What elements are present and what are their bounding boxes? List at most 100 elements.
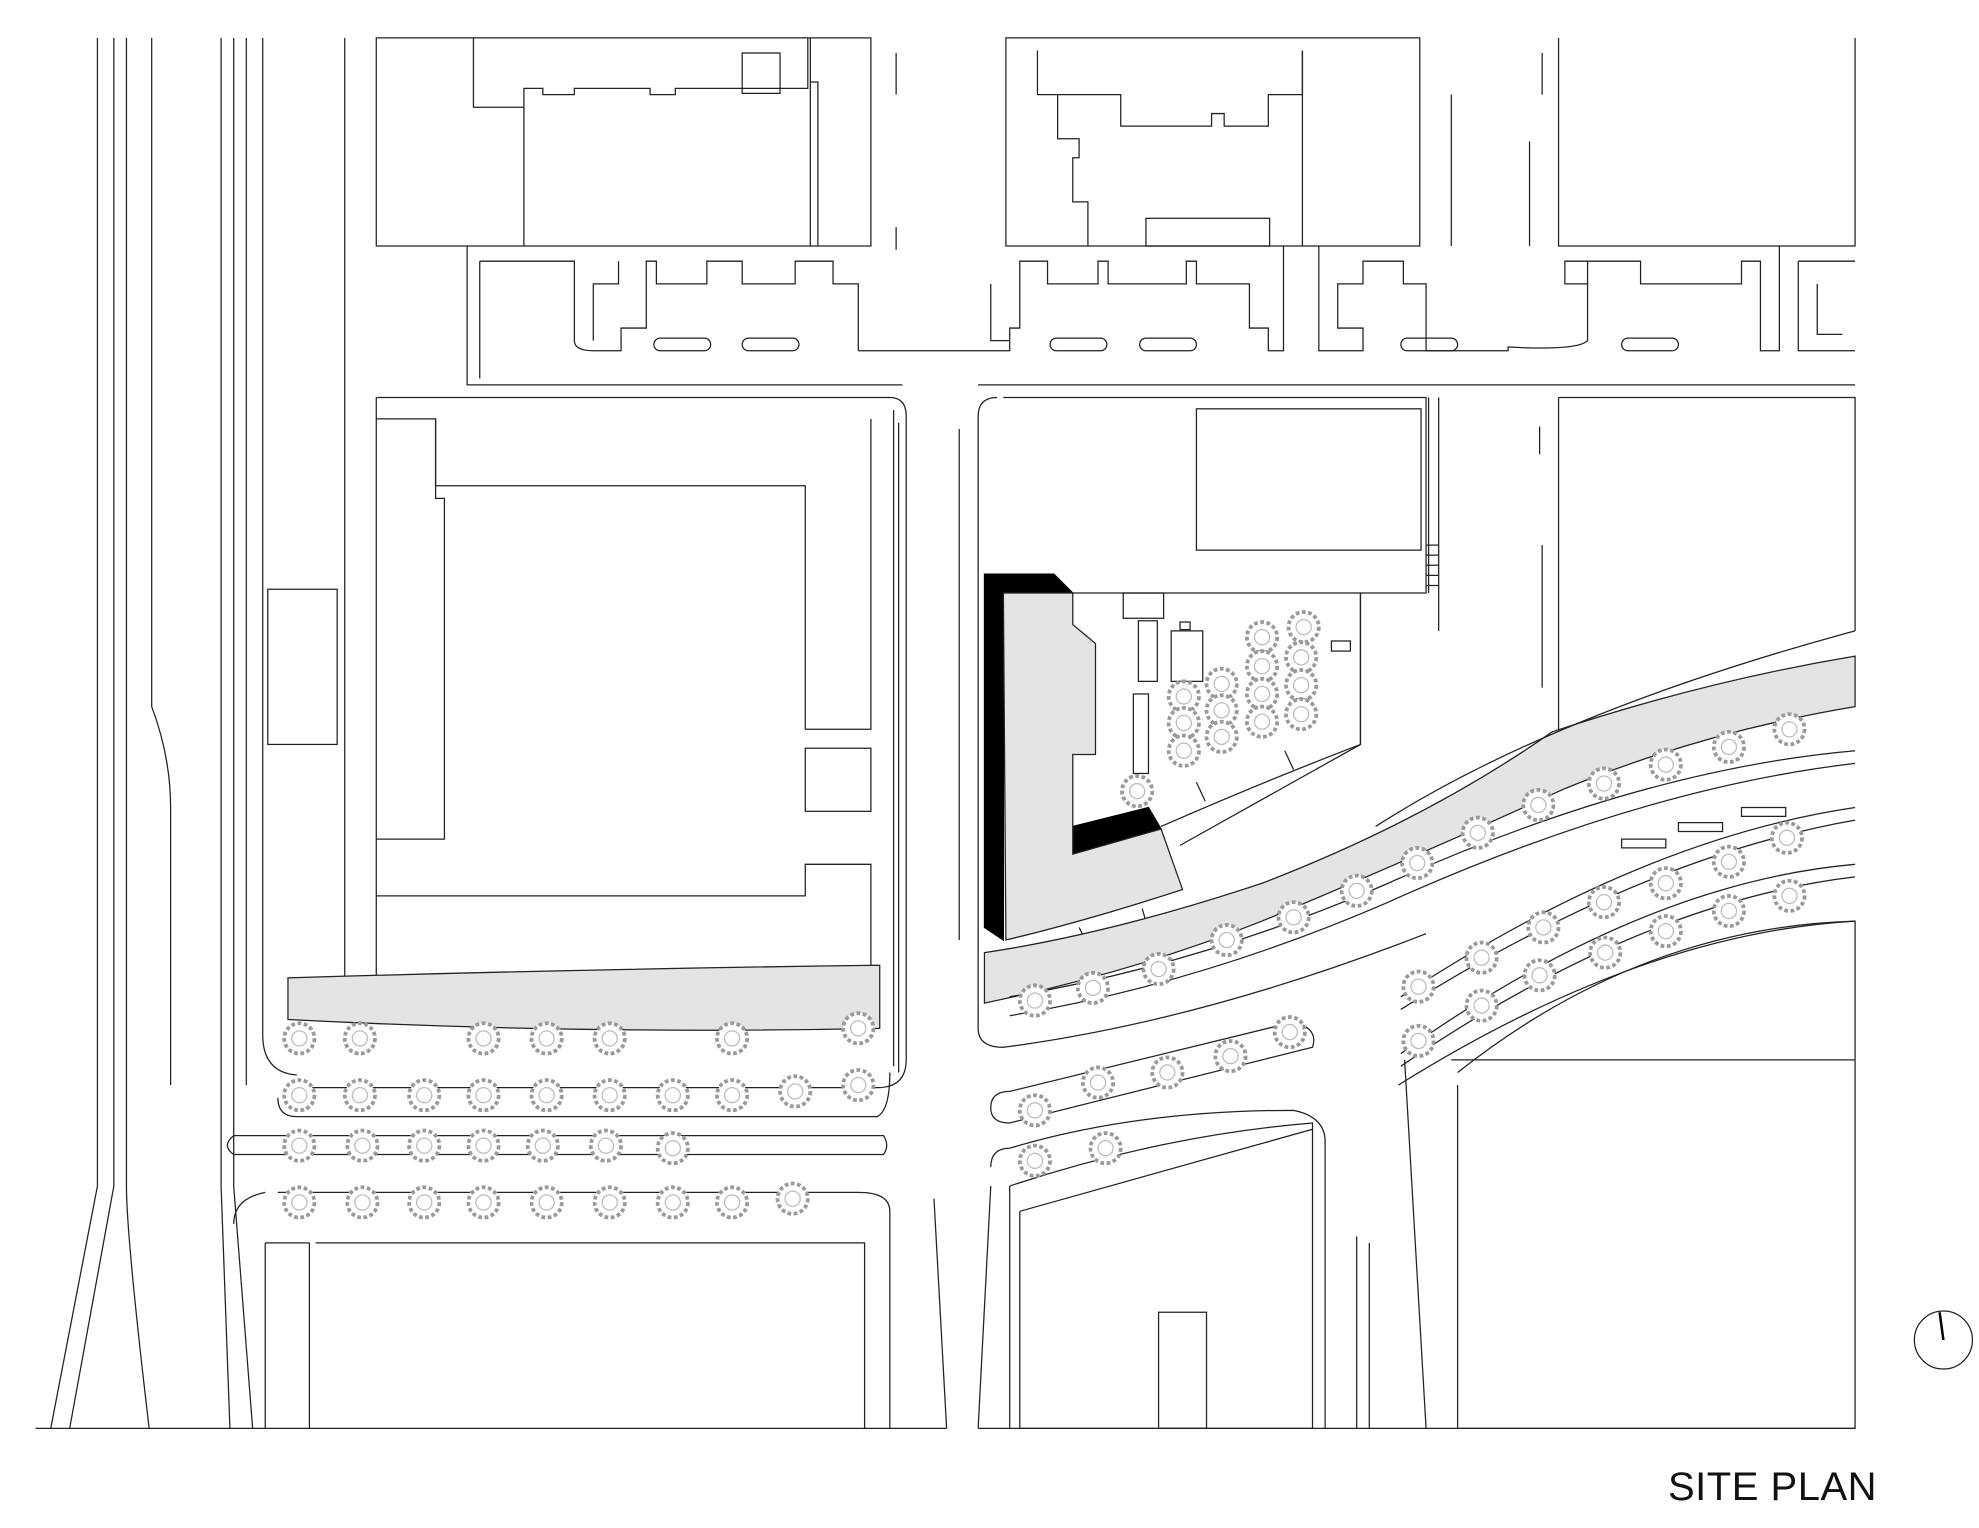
tree-canopy (1473, 949, 1490, 966)
tree-canopy (291, 1030, 308, 1047)
tree-icon (1245, 704, 1280, 739)
tree-icon (282, 1128, 317, 1163)
tree-icon (1284, 640, 1319, 675)
tree-canopy (1469, 824, 1487, 841)
tree-canopy (1292, 705, 1310, 723)
tree-canopy (291, 1137, 308, 1154)
tree-icon (1586, 766, 1622, 801)
tree-icon (407, 1185, 442, 1220)
tree-canopy (534, 1137, 552, 1154)
tree-icon (775, 1181, 810, 1216)
tree-icon (1088, 1131, 1123, 1166)
tree-icon (282, 1021, 317, 1056)
tree-canopy (1175, 688, 1193, 705)
tree-canopy (1781, 887, 1798, 905)
tree-canopy (475, 1194, 492, 1211)
tree-canopy (1026, 992, 1044, 1009)
tree-icon (1772, 878, 1807, 913)
tree-canopy (1222, 1047, 1239, 1065)
tree-canopy (475, 1087, 492, 1104)
tree-icon (1284, 697, 1319, 732)
tree-icon (1166, 733, 1201, 768)
tree-group (282, 610, 1807, 1220)
left-middle-block (287, 396, 907, 1089)
top-buildings (375, 37, 1856, 250)
tree-icon (407, 1078, 442, 1113)
tree-canopy (1473, 997, 1490, 1014)
tree-canopy (1720, 853, 1738, 870)
tree-canopy (538, 1087, 555, 1104)
tree-icon (1460, 815, 1495, 850)
tree-icon (1017, 1143, 1052, 1178)
tree-canopy (291, 1194, 308, 1211)
tree-icon (1648, 866, 1683, 901)
tree-icon (342, 1021, 377, 1056)
tree-canopy (784, 1190, 801, 1207)
left-median-rect (267, 588, 338, 746)
tree-icon (841, 1068, 876, 1103)
tree-canopy (1410, 1032, 1427, 1050)
tree-canopy (351, 1087, 369, 1104)
tree-icon (529, 1021, 564, 1056)
tree-canopy (1213, 675, 1230, 693)
tree-icon (1075, 970, 1110, 1005)
tree-canopy (1657, 922, 1675, 940)
tree-canopy (538, 1194, 555, 1211)
tree-icon (342, 1078, 377, 1113)
tree-icon (1204, 719, 1239, 754)
tree-icon (1339, 873, 1374, 908)
tree-icon (1464, 940, 1499, 975)
tree-icon (282, 1078, 317, 1113)
central-site (958, 396, 1856, 1048)
tree-icon (529, 1078, 564, 1113)
tree-canopy (1285, 909, 1302, 926)
tree-icon (592, 1078, 627, 1113)
tree-canopy (1097, 1140, 1114, 1157)
tree-canopy (1281, 1023, 1299, 1041)
curved-boulevard (983, 630, 1856, 1429)
tree-canopy (538, 1030, 555, 1047)
tree-icon (1522, 958, 1557, 993)
tree-icon (1245, 649, 1280, 684)
tree-icon (1166, 705, 1201, 741)
tree-icon (1772, 712, 1807, 747)
tree-canopy (1535, 919, 1552, 936)
tree-icon (466, 1021, 501, 1056)
tree-canopy (601, 1087, 618, 1104)
tree-icon (466, 1185, 501, 1220)
tree-icon (715, 1185, 750, 1220)
tree-icon (1272, 1015, 1307, 1050)
tree-icon (1120, 774, 1155, 809)
tree-icon (1286, 610, 1321, 645)
tree-icon (1209, 922, 1244, 958)
tree-canopy (351, 1030, 369, 1047)
tree-canopy (1128, 782, 1146, 800)
tree-canopy (1292, 676, 1310, 694)
tree-icon (1588, 935, 1623, 970)
tree-canopy (1150, 960, 1167, 978)
tree-icon (592, 1185, 627, 1220)
tree-icon (1245, 676, 1280, 712)
left-road-lines (50, 37, 346, 1429)
tree-canopy (601, 1030, 618, 1047)
tree-canopy (1253, 713, 1271, 730)
tree-canopy (850, 1020, 867, 1037)
tree-canopy (1292, 649, 1310, 666)
tree-icon (1711, 844, 1746, 879)
tree-canopy (723, 1030, 741, 1047)
tree-icon (715, 1021, 750, 1056)
tree-canopy (1531, 967, 1548, 984)
tree-icon (778, 1074, 813, 1109)
tree-canopy (1348, 882, 1365, 900)
tree-canopy (354, 1137, 371, 1154)
tree-canopy (664, 1194, 681, 1211)
tree-canopy (1253, 658, 1271, 675)
tree-canopy (475, 1137, 492, 1154)
tree-icon (1204, 666, 1239, 701)
lower-left-streets (226, 1072, 891, 1429)
tree-icon (1521, 787, 1556, 823)
left-plaza (287, 964, 881, 1031)
tree-canopy (1595, 775, 1613, 792)
tree-icon (466, 1078, 501, 1113)
tree-canopy (1213, 702, 1230, 719)
